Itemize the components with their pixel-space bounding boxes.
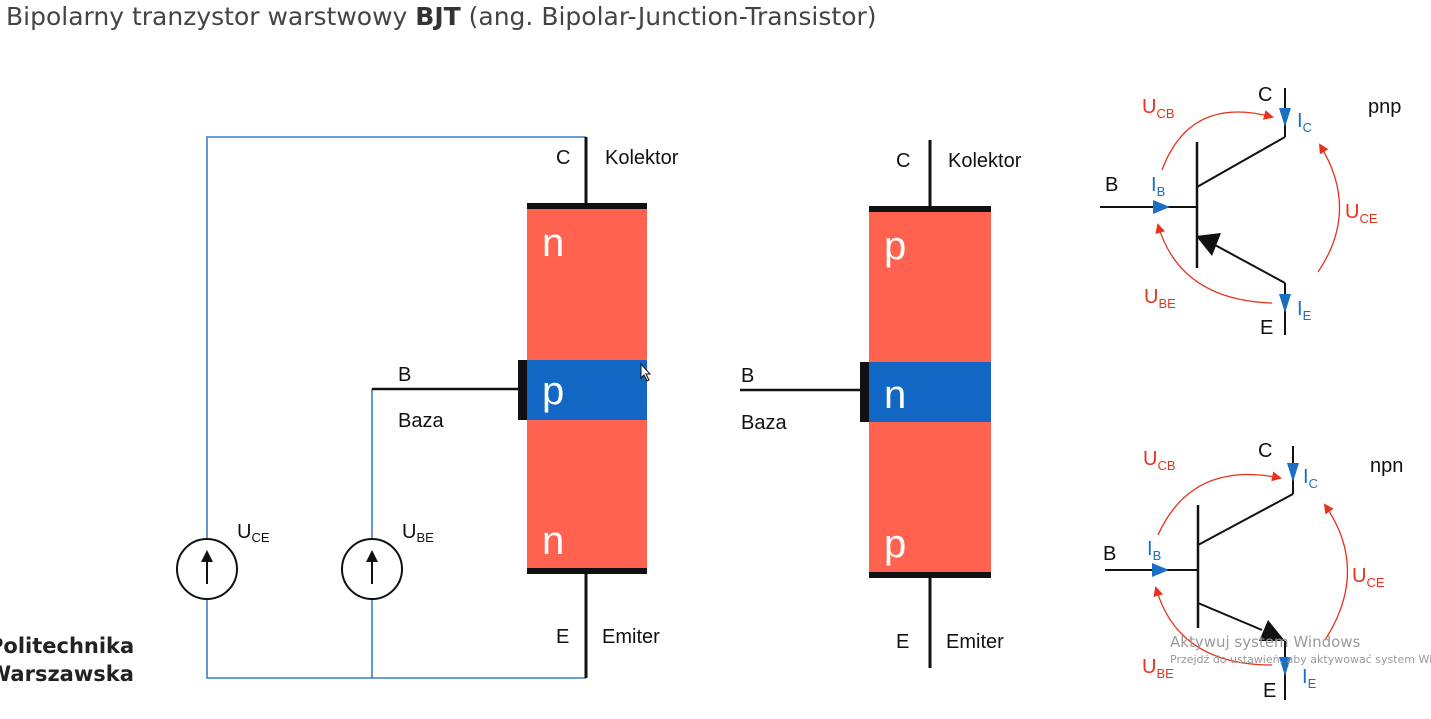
emitter-letter: E bbox=[896, 631, 909, 653]
npn-c-label: C bbox=[1258, 440, 1272, 462]
npn-ie-arrow bbox=[1279, 657, 1291, 676]
layer-base-label: n bbox=[884, 373, 906, 417]
collector-contact bbox=[527, 203, 647, 209]
npn-ib-arrow bbox=[1152, 563, 1169, 577]
title-prefix: Bipolarny tranzystor warstwowy bbox=[6, 2, 416, 31]
pnp-type-label: pnp bbox=[1368, 96, 1401, 118]
right-structure: p n p C Kolektor B Baza E Emiter bbox=[740, 140, 1022, 668]
npn-symbol: C B E npn UCB UCE UBE IC IB IE bbox=[1103, 440, 1403, 702]
npn-ic-label: IC bbox=[1303, 466, 1318, 491]
base-name: Baza bbox=[741, 412, 787, 434]
base-contact bbox=[518, 360, 527, 420]
layer-emitter bbox=[527, 420, 647, 571]
npn-emitter-arrow bbox=[1259, 620, 1285, 641]
windows-activation-watermark: Aktywuj system Windows Przejdź do ustawi… bbox=[1170, 633, 1431, 666]
watermark-line2: Przejdź do ustawień, aby aktywować syste… bbox=[1170, 653, 1431, 666]
logo-line2: Warszawska bbox=[0, 662, 134, 686]
logo-line1: Politechnika bbox=[0, 634, 135, 658]
layer-emitter bbox=[869, 422, 991, 575]
pnp-ic-arrow bbox=[1279, 108, 1291, 127]
pnp-ib-arrow bbox=[1153, 200, 1170, 214]
circuit-wires bbox=[206, 136, 586, 679]
layer-collector-label: p bbox=[884, 224, 906, 268]
title-bold: BJT bbox=[415, 2, 461, 31]
university-logo: Politechnika Warszawska bbox=[0, 632, 134, 688]
emitter-letter: E bbox=[556, 626, 569, 648]
layer-collector bbox=[869, 209, 991, 362]
pnp-emitter-arrow bbox=[1196, 233, 1221, 256]
npn-ucb-arc bbox=[1157, 471, 1282, 536]
base-letter: B bbox=[741, 365, 754, 387]
source-uce-label: UCE bbox=[237, 521, 270, 545]
layer-base bbox=[869, 362, 991, 422]
layer-base bbox=[527, 360, 647, 420]
layer-emitter-label: n bbox=[542, 519, 564, 563]
pnp-c-label: C bbox=[1258, 84, 1272, 106]
npn-b-label: B bbox=[1103, 543, 1116, 565]
base-letter: B bbox=[398, 364, 411, 386]
base-name: Baza bbox=[398, 410, 444, 432]
collector-letter: C bbox=[556, 147, 570, 169]
title-suffix: (ang. Bipolar-Junction-Transistor) bbox=[460, 2, 877, 31]
collector-name: Kolektor bbox=[605, 147, 679, 169]
source-ube-label: UBE bbox=[402, 521, 434, 545]
npn-ic-arrow bbox=[1287, 463, 1299, 482]
pnp-ube-arc bbox=[1155, 223, 1273, 304]
collector-contact bbox=[869, 206, 991, 212]
npn-ube-label: UBE bbox=[1142, 656, 1174, 681]
emitter-name: Emiter bbox=[602, 626, 660, 648]
pnp-ube-label: UBE bbox=[1144, 286, 1176, 311]
npn-ucb-label: UCB bbox=[1143, 448, 1176, 473]
pnp-ie-label: IE bbox=[1297, 298, 1312, 323]
mouse-cursor bbox=[640, 362, 652, 382]
npn-ie-label: IE bbox=[1302, 666, 1317, 691]
layer-base-label: p bbox=[542, 369, 564, 413]
watermark-line1: Aktywuj system Windows bbox=[1170, 633, 1361, 651]
npn-uce-arc bbox=[1323, 503, 1349, 641]
npn-uce-label: UCE bbox=[1352, 565, 1385, 590]
pnp-ib-label: IB bbox=[1151, 174, 1165, 199]
pnp-ic-label: IC bbox=[1297, 110, 1312, 135]
pnp-uce-label: UCE bbox=[1345, 201, 1378, 226]
layer-emitter-label: p bbox=[884, 522, 906, 566]
collector-letter: C bbox=[896, 150, 910, 172]
npn-type-label: npn bbox=[1370, 455, 1403, 477]
pnp-ie-arrow bbox=[1279, 294, 1291, 313]
pnp-ucb-label: UCB bbox=[1142, 96, 1175, 121]
emitter-name: Emiter bbox=[946, 631, 1004, 653]
pnp-ucb-arc bbox=[1161, 110, 1274, 171]
slide-title: Bipolarny tranzystor warstwowy BJT (ang.… bbox=[6, 2, 877, 31]
source-uce bbox=[176, 538, 238, 600]
npn-ube-arc bbox=[1153, 586, 1273, 666]
left-structure: n p n C Kolektor B Baza E Emiter UCE UBE bbox=[176, 136, 679, 679]
base-contact bbox=[860, 362, 869, 422]
layer-collector bbox=[527, 205, 647, 360]
pnp-e-label: E bbox=[1260, 317, 1273, 339]
pnp-uce-arc bbox=[1317, 143, 1341, 273]
emitter-contact bbox=[869, 572, 991, 578]
npn-ib-label: IB bbox=[1147, 538, 1161, 563]
emitter-contact bbox=[527, 568, 647, 574]
pnp-symbol: C B E pnp UCB UCE UBE IC IB IE bbox=[1100, 84, 1401, 339]
collector-name: Kolektor bbox=[948, 150, 1022, 172]
layer-collector-label: n bbox=[542, 221, 564, 265]
source-ube bbox=[341, 538, 403, 600]
npn-e-label: E bbox=[1263, 680, 1276, 702]
pnp-b-label: B bbox=[1105, 174, 1118, 196]
